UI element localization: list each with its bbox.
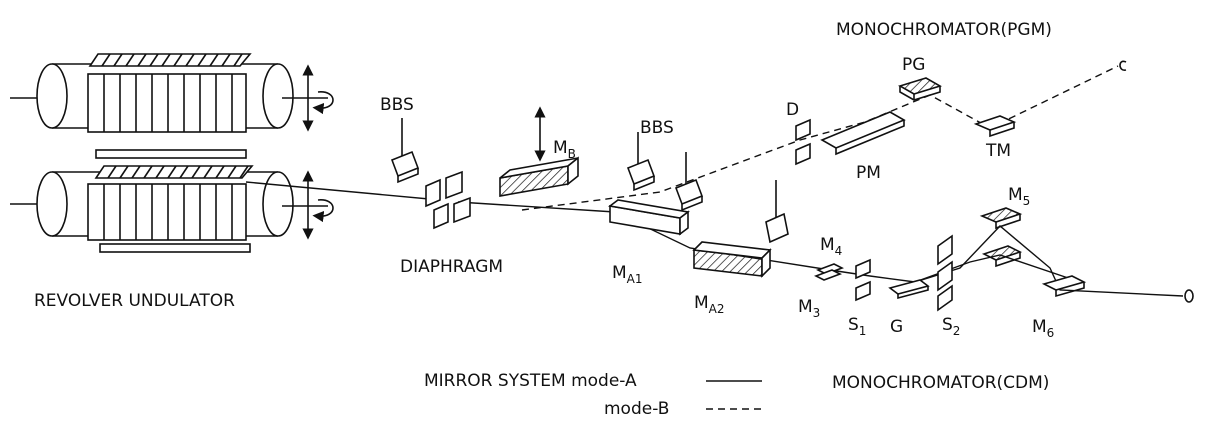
mirror-pm: PM [820, 111, 906, 183]
legend: MIRROR SYSTEM mode-A mode-B [424, 371, 762, 419]
bbs-right: BBS [626, 118, 704, 212]
m6-label: M6 [1032, 317, 1054, 340]
s2-label: S2 [942, 315, 960, 338]
m3-label: M3 [798, 297, 820, 320]
s1-label: S1 [848, 315, 866, 338]
mb-label: MB [553, 138, 576, 161]
exit-port-cdm [1184, 289, 1194, 303]
m4-label: M4 [820, 235, 842, 258]
revolver-undulator-label: REVOLVER UNDULATOR [34, 291, 235, 311]
mirror-m5: M5 [979, 185, 1030, 268]
m5-label: M5 [1008, 185, 1030, 208]
exit-port-pgm [1119, 60, 1127, 71]
bbs-left: BBS [380, 95, 420, 184]
mirror-m3-m4: M4 M3 [798, 235, 844, 320]
mirror-mb: MB [499, 106, 579, 197]
monochromator-cdm-label: MONOCHROMATOR(CDM) [832, 373, 1049, 393]
slit-s2: S2 [937, 234, 960, 338]
mirror-ma1: MA1 [608, 199, 690, 286]
legend-mode-a-label: MIRROR SYSTEM mode-A [424, 371, 637, 391]
tm-label: TM [985, 141, 1011, 161]
slit-s1: S1 [848, 258, 871, 338]
mirror-ma2: MA2 [692, 241, 772, 316]
pg-label: PG [902, 55, 925, 75]
mirror-tm: TM [973, 115, 1017, 161]
mirror-holder [765, 180, 789, 244]
mirror-m6: M6 [1032, 275, 1087, 340]
bbs-left-label: BBS [380, 95, 414, 115]
slit-d: D [786, 100, 811, 166]
ma2-label: MA2 [694, 293, 725, 316]
revolver-undulator [10, 53, 334, 253]
diaphragm: DIAPHRAGM [400, 170, 503, 277]
g-label: G [890, 317, 903, 337]
bbs-right-label: BBS [640, 118, 674, 138]
pm-label: PM [856, 163, 881, 183]
grating-g: G [888, 279, 930, 337]
monochromator-pgm-label: MONOCHROMATOR(PGM) [836, 20, 1052, 40]
d-label: D [786, 100, 799, 120]
undulator-upper-cylinder [10, 53, 334, 159]
grating-pg: PG [897, 55, 943, 101]
diaphragm-label: DIAPHRAGM [400, 257, 503, 277]
undulator-lower-cylinder [10, 165, 334, 253]
ma1-label: MA1 [612, 263, 643, 286]
legend-mode-b-label: mode-B [604, 399, 669, 419]
